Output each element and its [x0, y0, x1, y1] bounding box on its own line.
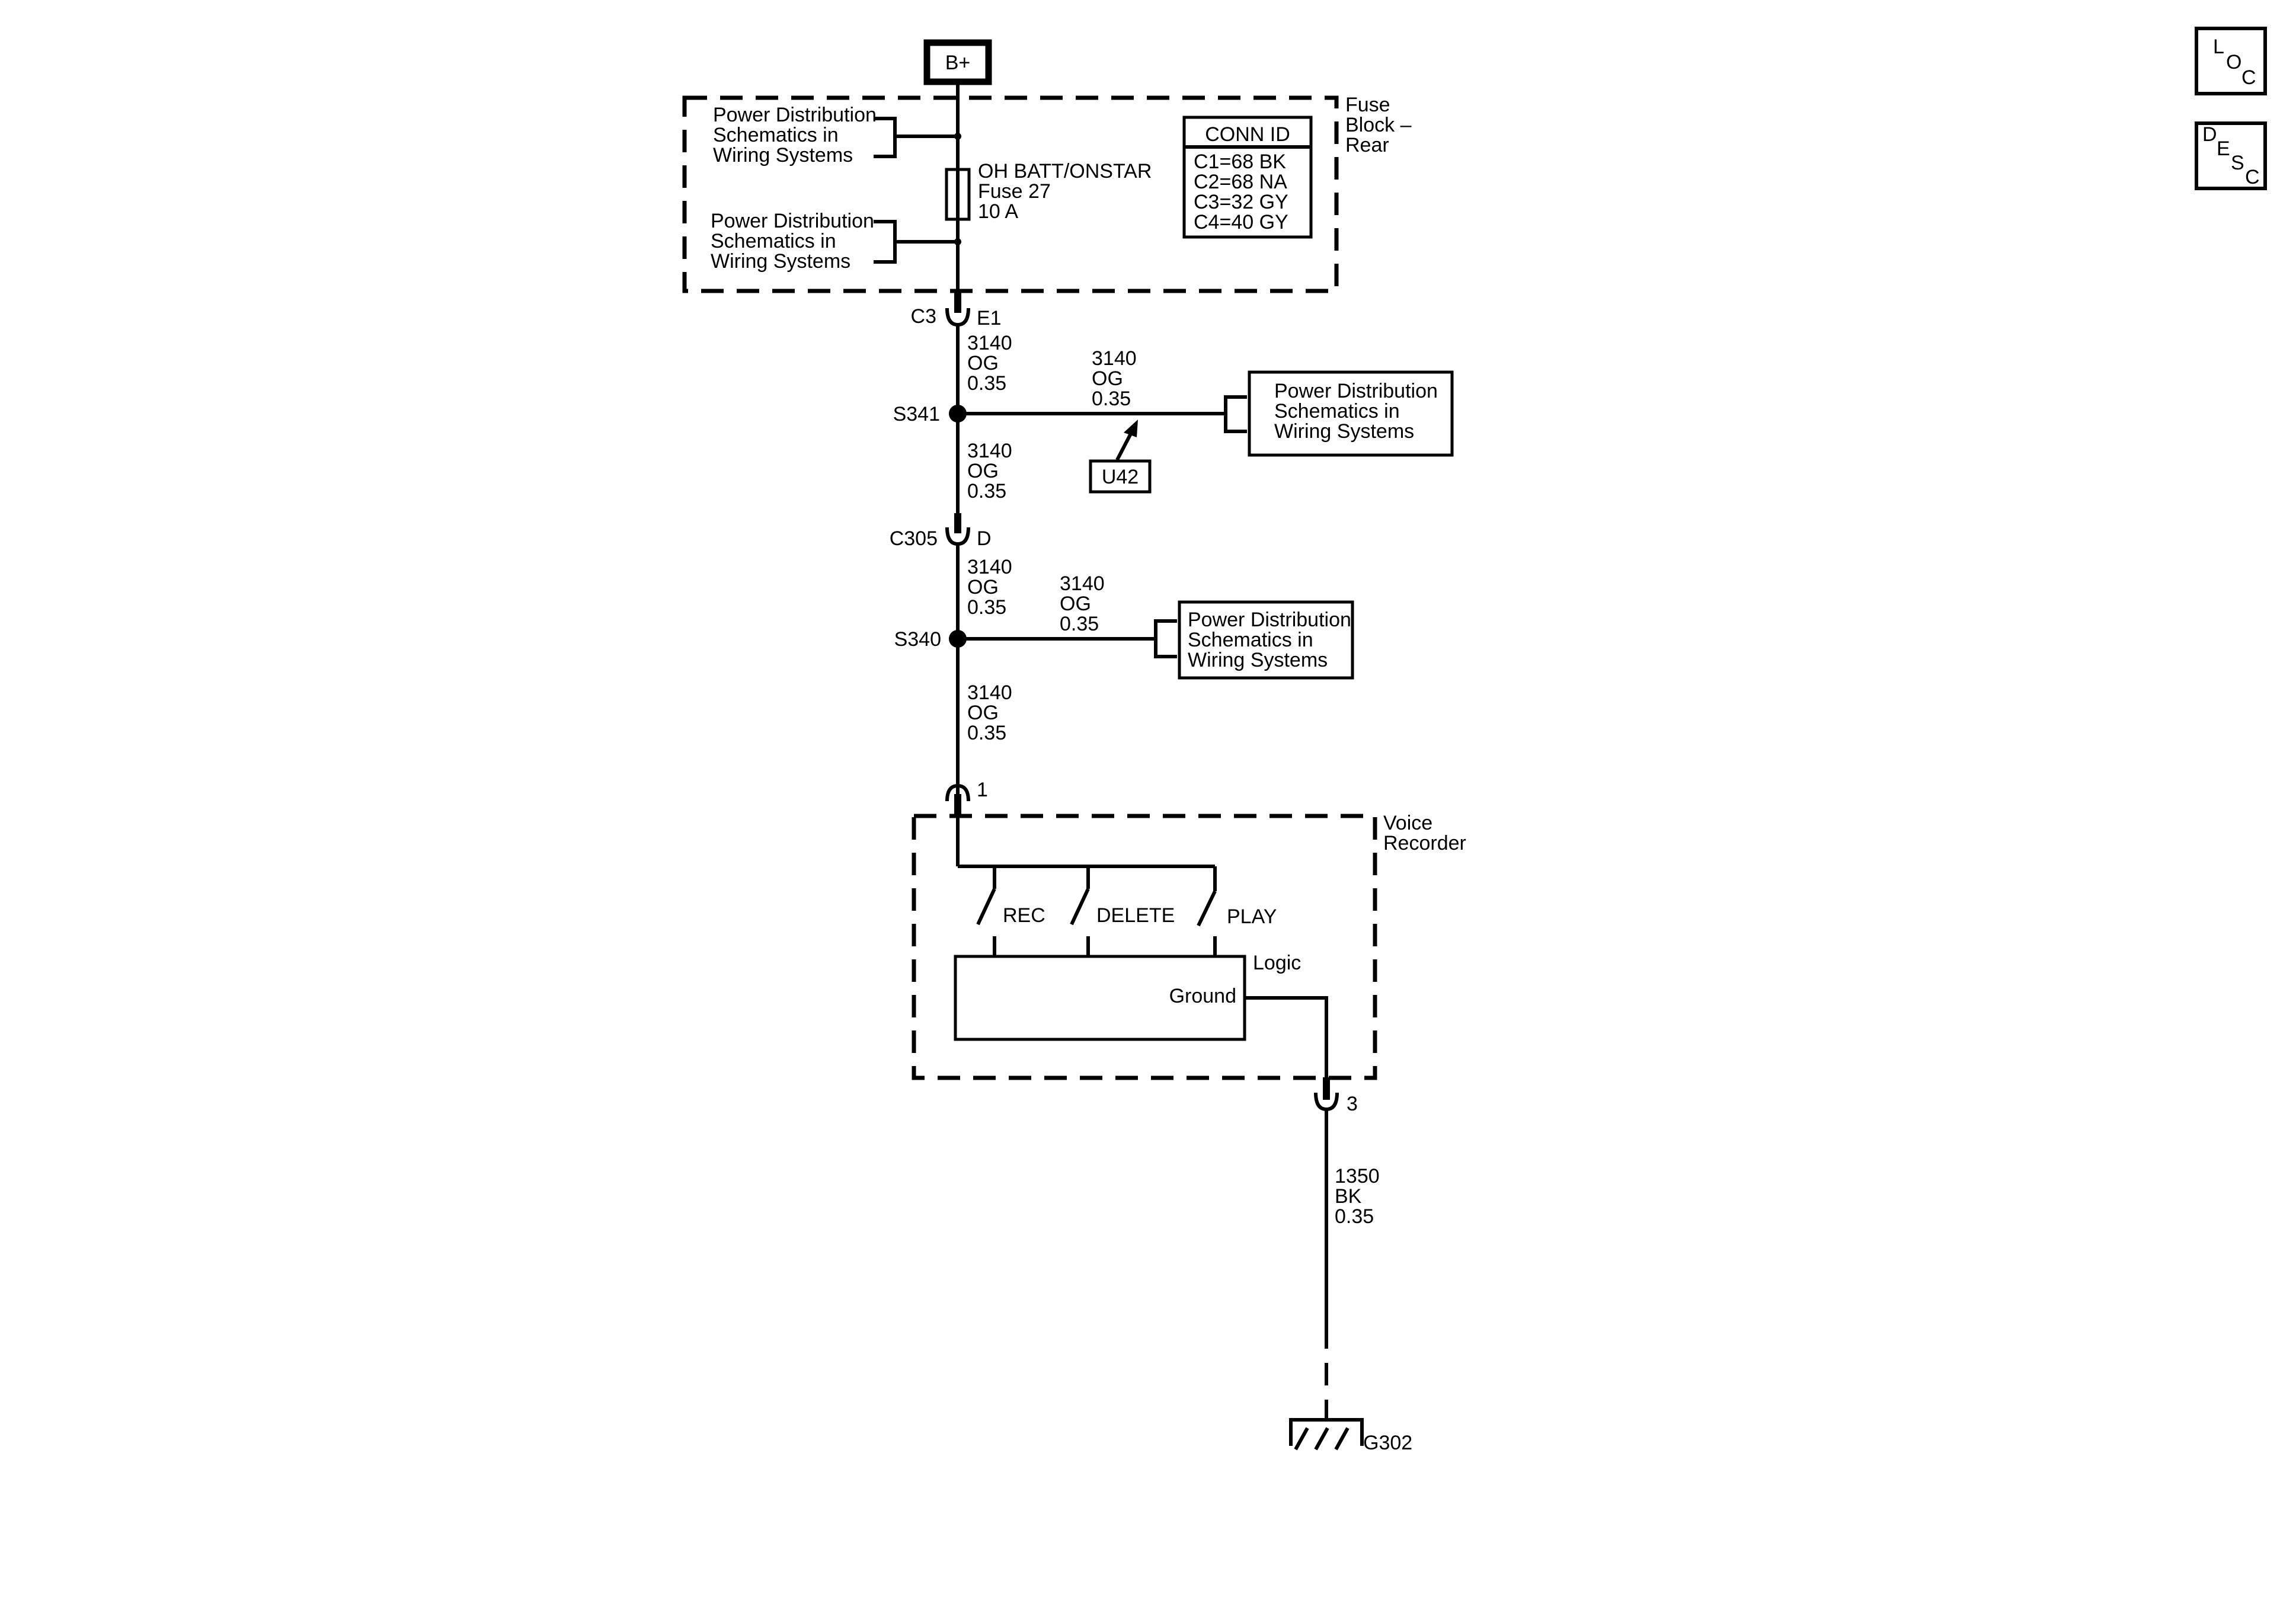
fuse-ref-bottom-2: Schematics in: [711, 230, 836, 252]
fuse-ref-top-2: Schematics in: [713, 124, 839, 146]
c305-pin-label: D: [977, 527, 992, 550]
pin1-label: 1: [977, 779, 988, 801]
wire-color: OG: [967, 702, 999, 724]
loc-letter: C: [2241, 66, 2256, 89]
wire-circuit: 3140: [967, 681, 1012, 704]
fuse-label-1: OH BATT/ONSTAR: [978, 160, 1152, 183]
conn-id-row: C3=32 GY: [1194, 191, 1288, 213]
s340-ref-3: Wiring Systems: [1188, 649, 1328, 671]
delete-switch-blade: [1070, 888, 1090, 926]
s340-name: S340: [894, 628, 941, 651]
fuse-block-title-3: Rear: [1345, 134, 1389, 156]
s340-ref-2: Schematics in: [1188, 629, 1313, 651]
fuse-label-2: Fuse 27: [978, 180, 1051, 203]
s341-ref-2: Schematics in: [1274, 400, 1400, 422]
u42-box: [1089, 459, 1152, 494]
wire-size: 0.35: [967, 596, 1006, 619]
wire-color: BK: [1335, 1185, 1362, 1208]
wire-size: 0.35: [1060, 613, 1099, 635]
desc-letter: C: [2245, 166, 2260, 188]
s341-name: S341: [893, 403, 940, 425]
voice-recorder-outline: [912, 814, 1377, 1080]
s340-ref-1: Power Distribution: [1188, 609, 1351, 631]
wire-size: 0.35: [1092, 388, 1131, 410]
wire-circuit: 3140: [967, 556, 1012, 578]
rec-switch-label: REC: [1003, 904, 1045, 927]
arrow-icon: [1124, 420, 1138, 437]
conn-id-row: C4=40 GY: [1194, 211, 1288, 233]
wire-circuit: 3140: [1092, 347, 1137, 370]
s340-ref-box: [1178, 600, 1354, 680]
loc-letter: O: [2226, 51, 2241, 73]
fuse-ref-bottom-3: Wiring Systems: [711, 250, 850, 273]
fuse-block-title-1: Fuse: [1345, 94, 1390, 116]
voice-recorder-title-1: Voice: [1383, 812, 1432, 834]
fuse-ref-top-3: Wiring Systems: [713, 144, 853, 167]
play-switch-blade: [1197, 890, 1217, 927]
ground-terminal-label: Ground: [1169, 985, 1236, 1007]
c3-pin-label: E1: [977, 307, 1002, 329]
desc-letter: D: [2202, 123, 2217, 146]
pin1-connector-symbol: [945, 783, 970, 802]
c3-name: C3: [911, 305, 936, 328]
ref-bracket: [1154, 619, 1177, 658]
wire-color: OG: [967, 352, 999, 375]
battery-supply-label: B+: [945, 52, 971, 74]
voice-recorder-title-2: Recorder: [1383, 832, 1466, 854]
fuse-block-outline: [682, 95, 1339, 293]
conn-id-table: [1182, 116, 1313, 239]
ref-bracket: [874, 220, 897, 264]
logic-label: Logic: [1253, 952, 1301, 974]
wire-circuit: 3140: [967, 332, 1012, 354]
conn-id-row: C2=68 NA: [1194, 171, 1287, 193]
wire-circuit: 3140: [967, 440, 1012, 462]
ground-icon: [1289, 1418, 1364, 1451]
delete-switch-label: DELETE: [1096, 904, 1175, 927]
ground-name: G302: [1363, 1432, 1412, 1454]
s341-ref-1: Power Distribution: [1274, 380, 1438, 402]
rec-switch-blade: [976, 888, 996, 926]
play-switch-label: PLAY: [1227, 905, 1277, 928]
wire-size: 0.35: [967, 372, 1006, 395]
ref-bracket: [874, 117, 897, 158]
conn-id-header: CONN ID: [1205, 123, 1290, 146]
pin3-label: 3: [1347, 1093, 1358, 1115]
ground-lead: [1245, 996, 1328, 1086]
s341-ref-3: Wiring Systems: [1274, 420, 1414, 443]
wire-color: OG: [1060, 593, 1091, 615]
desc-letter: S: [2231, 152, 2244, 174]
wire-color: OG: [967, 460, 999, 482]
loc-button[interactable]: L O C: [2195, 27, 2267, 95]
loc-letter: L: [2213, 36, 2224, 58]
wire-size: 0.35: [967, 480, 1006, 502]
fuse-block-title-2: Block –: [1345, 114, 1412, 136]
u42-label: U42: [1102, 466, 1139, 488]
wire-size: 0.35: [1335, 1205, 1374, 1228]
fuse-ref-top-1: Power Distribution: [713, 104, 877, 126]
desc-button[interactable]: D E S C: [2195, 121, 2267, 190]
ref-bracket: [1224, 395, 1247, 433]
wire-size: 0.35: [967, 722, 1006, 744]
fuse-ref-bottom-1: Power Distribution: [711, 210, 874, 232]
desc-letter: E: [2217, 137, 2230, 160]
wire-color: OG: [1092, 367, 1123, 390]
fuse-label-3: 10 A: [978, 200, 1018, 223]
conn-id-row: C1=68 BK: [1194, 151, 1286, 173]
s341-ref-box: [1248, 370, 1454, 457]
c305-name: C305: [890, 527, 938, 550]
wire-circuit: 1350: [1335, 1165, 1380, 1188]
wire-circuit: 3140: [1060, 572, 1105, 595]
wire-color: OG: [967, 576, 999, 598]
u42-pointer: [1115, 430, 1134, 461]
